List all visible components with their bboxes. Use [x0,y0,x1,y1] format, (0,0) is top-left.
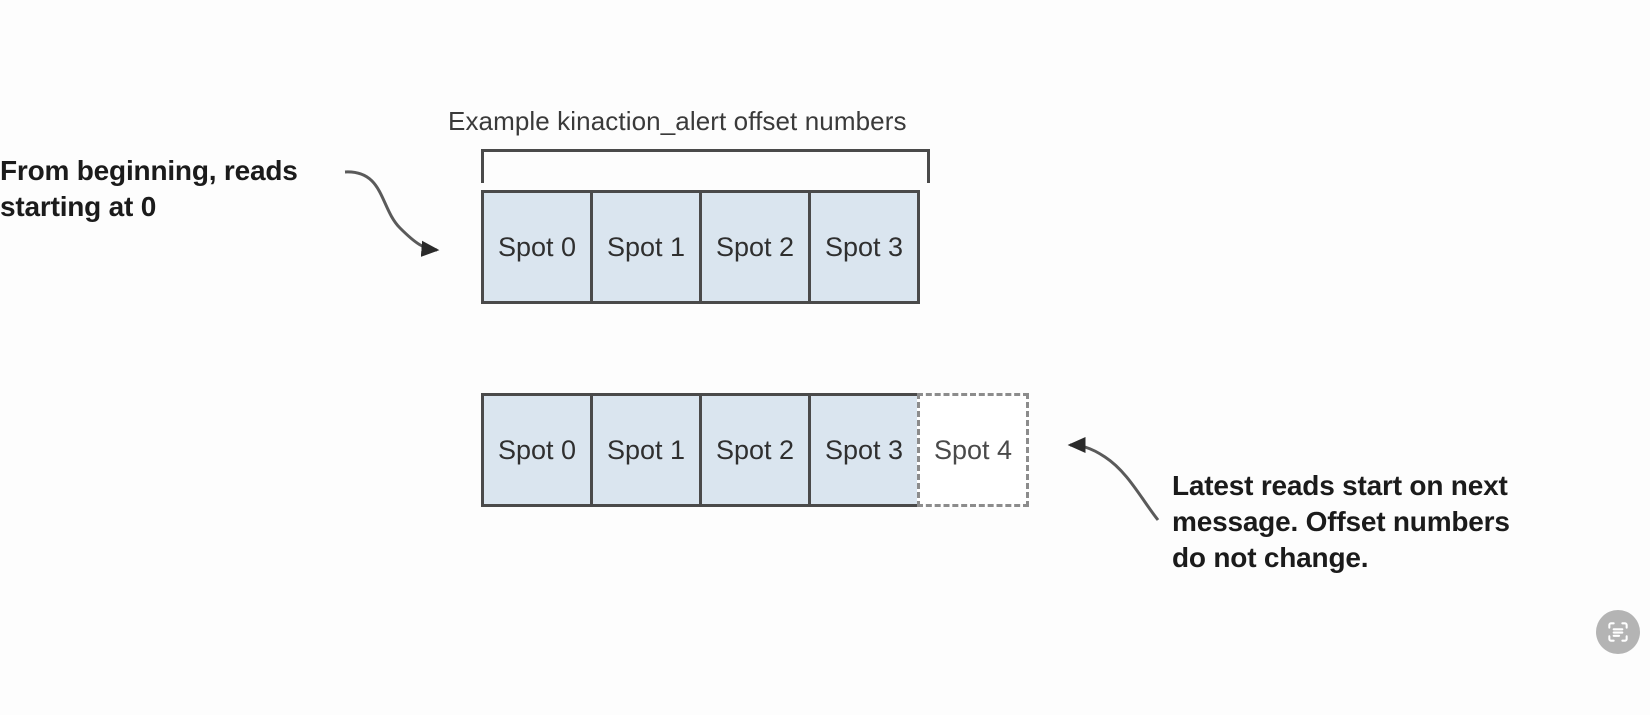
callout-from-beginning: From beginning, reads starting at 0 [0,153,352,225]
callout-left-line-2: starting at 0 [0,190,157,222]
spot-cell: Spot 1 [590,190,702,304]
scan-text-badge[interactable] [1596,610,1640,654]
spot-cell: Spot 1 [590,393,702,507]
callout-left-line-1: From beginning, reads [0,155,298,186]
callout-latest-reads: Latest reads start on next message. Offs… [1172,468,1592,575]
callout-right-line-3: do not change. [1172,541,1369,573]
arrow-from-beginning [344,170,440,257]
spot-cell: Spot 2 [699,190,811,304]
offset-span-bracket [481,149,930,183]
spot-cell: Spot 3 [808,393,920,507]
diagram-title: Example kinaction_alert offset numbers [448,106,907,136]
scan-text-icon [1608,622,1628,642]
callout-right-line-2: message. Offset numbers [1172,505,1510,537]
arrow-latest-reads [1067,436,1160,521]
callout-right-line-1: Latest reads start on next [1172,470,1508,501]
spot-cell: Spot 0 [481,393,593,507]
spot-cell: Spot 3 [808,190,920,304]
latest-row: Spot 0 Spot 1 Spot 2 Spot 3 Spot 4 [481,393,1029,507]
spot-cell: Spot 0 [481,190,593,304]
spot-cell-pending: Spot 4 [917,393,1029,507]
from-beginning-row: Spot 0 Spot 1 Spot 2 Spot 3 [481,190,920,304]
spot-cell: Spot 2 [699,393,811,507]
